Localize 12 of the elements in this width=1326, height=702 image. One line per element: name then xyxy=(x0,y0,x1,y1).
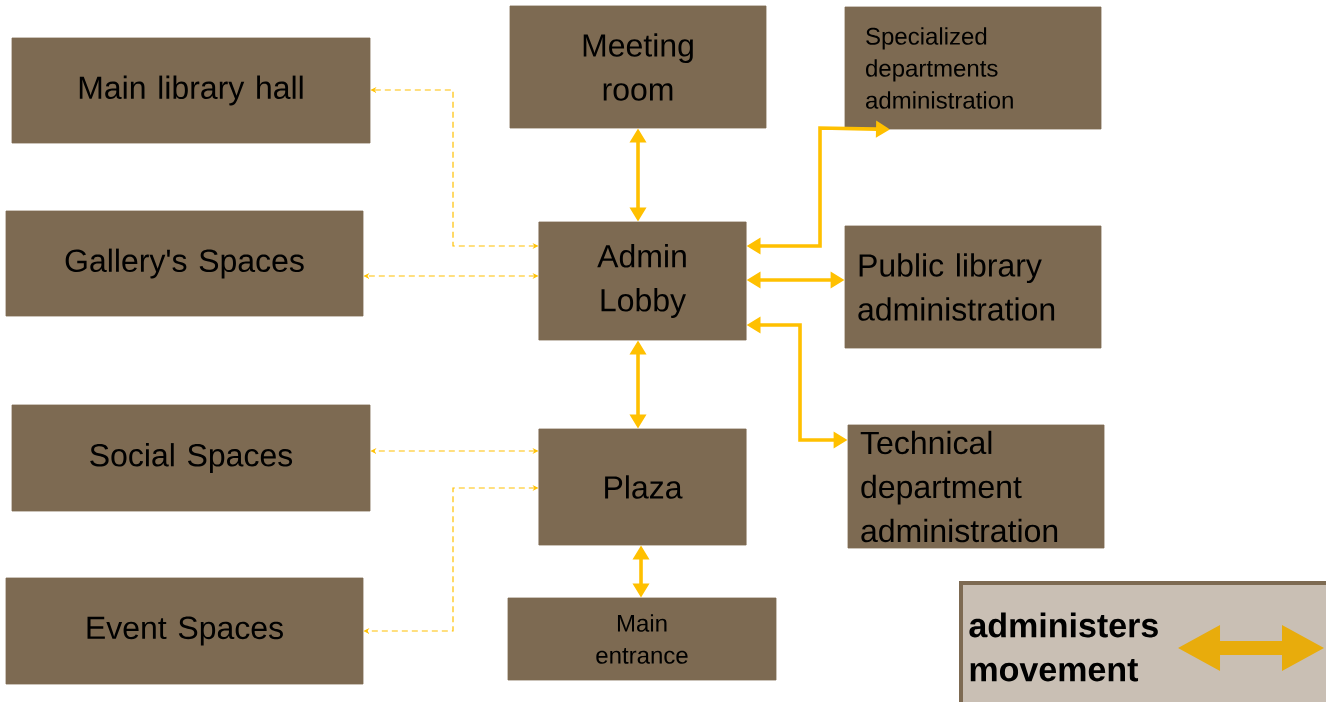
process-box: Gallery's Spaces xyxy=(5,210,364,317)
process-box: Public library administration xyxy=(844,225,1102,349)
process-box: Specialized departments administration xyxy=(844,6,1102,130)
process-box: Social Spaces xyxy=(11,404,371,512)
process-box: Admin Lobby xyxy=(538,221,747,341)
legend-text: administers movement xyxy=(969,612,1158,682)
process-box: Plaza xyxy=(538,428,747,546)
process-box: Technical department administration xyxy=(847,424,1105,549)
process-box: Main library hall xyxy=(11,37,371,144)
process-box: Meeting room xyxy=(509,5,767,129)
process-box: Event Spaces xyxy=(5,577,364,685)
process-box: Main entrance xyxy=(507,597,777,681)
